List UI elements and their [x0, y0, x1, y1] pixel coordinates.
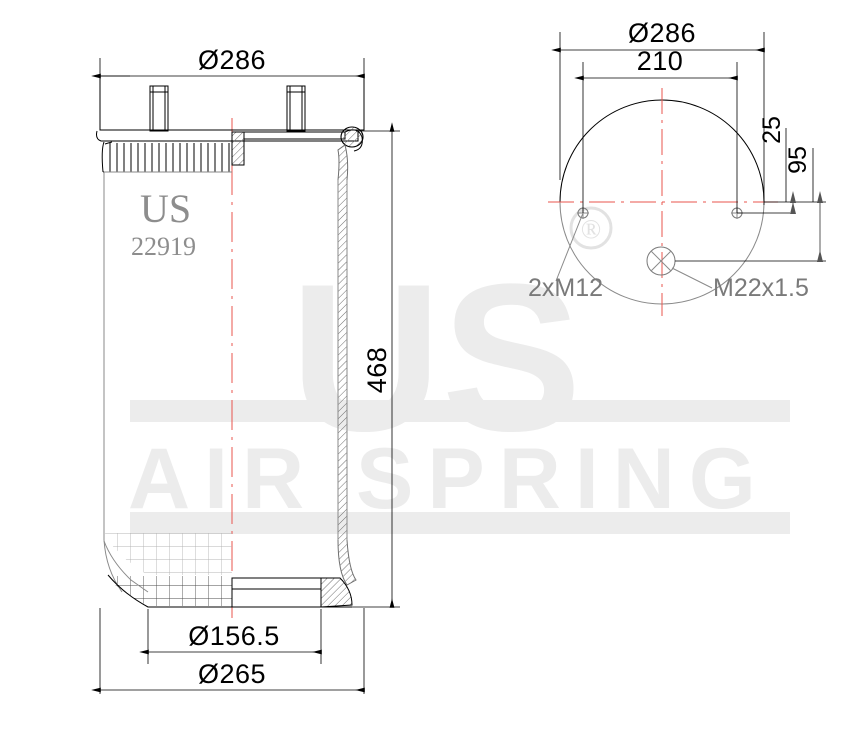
dimension-plate-diameter: Ø286: [551, 18, 765, 205]
dimension-label-base-diameter: Ø265: [198, 659, 266, 689]
dimension-offset-a: 25: [737, 116, 826, 214]
dimension-label-offset-a: 25: [758, 116, 786, 144]
callout-label-stud-thread: 2xM12: [528, 274, 603, 302]
piston-base: [103, 533, 232, 608]
dimension-label-overall-height: 468: [362, 347, 392, 394]
bead-ring-right: [340, 126, 364, 152]
dimension-top-diameter: Ø286: [91, 45, 365, 130]
plate-plan-view: 2xM12 M22x1.5 Ø286 210: [528, 18, 826, 316]
watermark-registered-mark: ®: [569, 206, 613, 250]
svg-text:®: ®: [581, 214, 602, 244]
side-section-view: Ø286 468 Ø156.5 Ø265: [91, 45, 400, 694]
top-plate-section: [231, 131, 346, 166]
watermark-bar-top: [130, 400, 790, 422]
watermark-wordmark: AIR SPRING: [128, 431, 770, 527]
dimension-label-plate-diameter: Ø286: [628, 18, 696, 48]
dimension-label-offset-b: 95: [784, 146, 812, 174]
air-port: [646, 246, 676, 276]
bellows-crimp-ribs: [101, 141, 232, 173]
callout-label-air-port-thread: M22x1.5: [713, 274, 809, 302]
stud-left: [149, 85, 169, 132]
bellows-wall-section: [337, 144, 357, 586]
dimension-base-diameter: Ø265: [91, 608, 365, 694]
brand-mark-on-part: US 22919: [131, 186, 196, 261]
top-mounting-plate: [96, 74, 365, 142]
brand-us-text: US: [140, 186, 191, 231]
piston-seat-section: [231, 577, 353, 608]
mounting-studs: [149, 85, 306, 132]
watermark-layer: US AIR SPRING ®: [128, 206, 790, 534]
dimension-label-piston-diameter: Ø156.5: [188, 621, 280, 651]
dimension-piston-diameter: Ø156.5: [139, 609, 322, 664]
dimension-offset-b: 95: [675, 146, 826, 262]
dimension-overall-height: 468: [352, 122, 400, 608]
dimension-label-top-diameter: Ø286: [198, 45, 266, 75]
callout-stud-thread: 2xM12: [528, 212, 603, 302]
dimension-stud-spacing: 210: [574, 46, 738, 213]
watermark-bar-bottom: [130, 512, 790, 534]
callout-air-port-thread: M22x1.5: [671, 267, 809, 302]
stud-right: [286, 85, 306, 132]
brand-part-number-text: 22919: [131, 232, 196, 261]
dimension-label-stud-spacing: 210: [637, 46, 684, 76]
